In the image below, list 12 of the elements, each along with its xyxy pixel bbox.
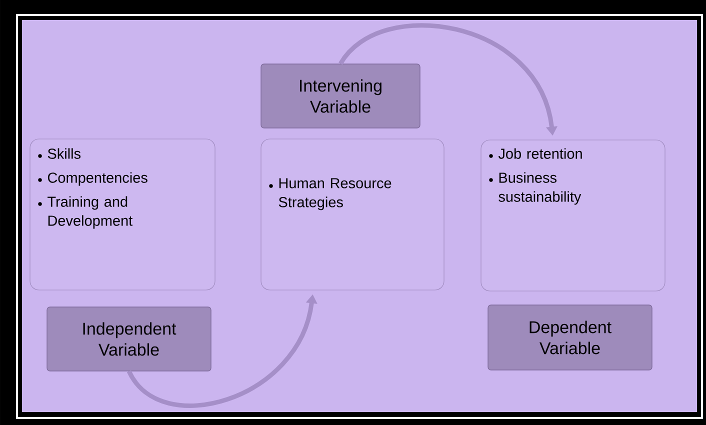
bullet-item: Job retention [498,148,582,159]
content-box [260,138,444,290]
variable-box: Intervening Variable [260,64,420,128]
variable-box: Independent Variable [46,306,212,372]
bullet-item: Human Resource Strategies [278,178,392,210]
bullet-item: Business sustainability [498,172,582,205]
bullet-item: Compentencies [48,172,148,186]
bullet-item: Training and Development [48,196,133,229]
variable-box: Dependent Variable [488,304,652,370]
content-box [480,140,666,292]
content-box [30,138,216,290]
bullet-item: Skills [48,148,81,159]
